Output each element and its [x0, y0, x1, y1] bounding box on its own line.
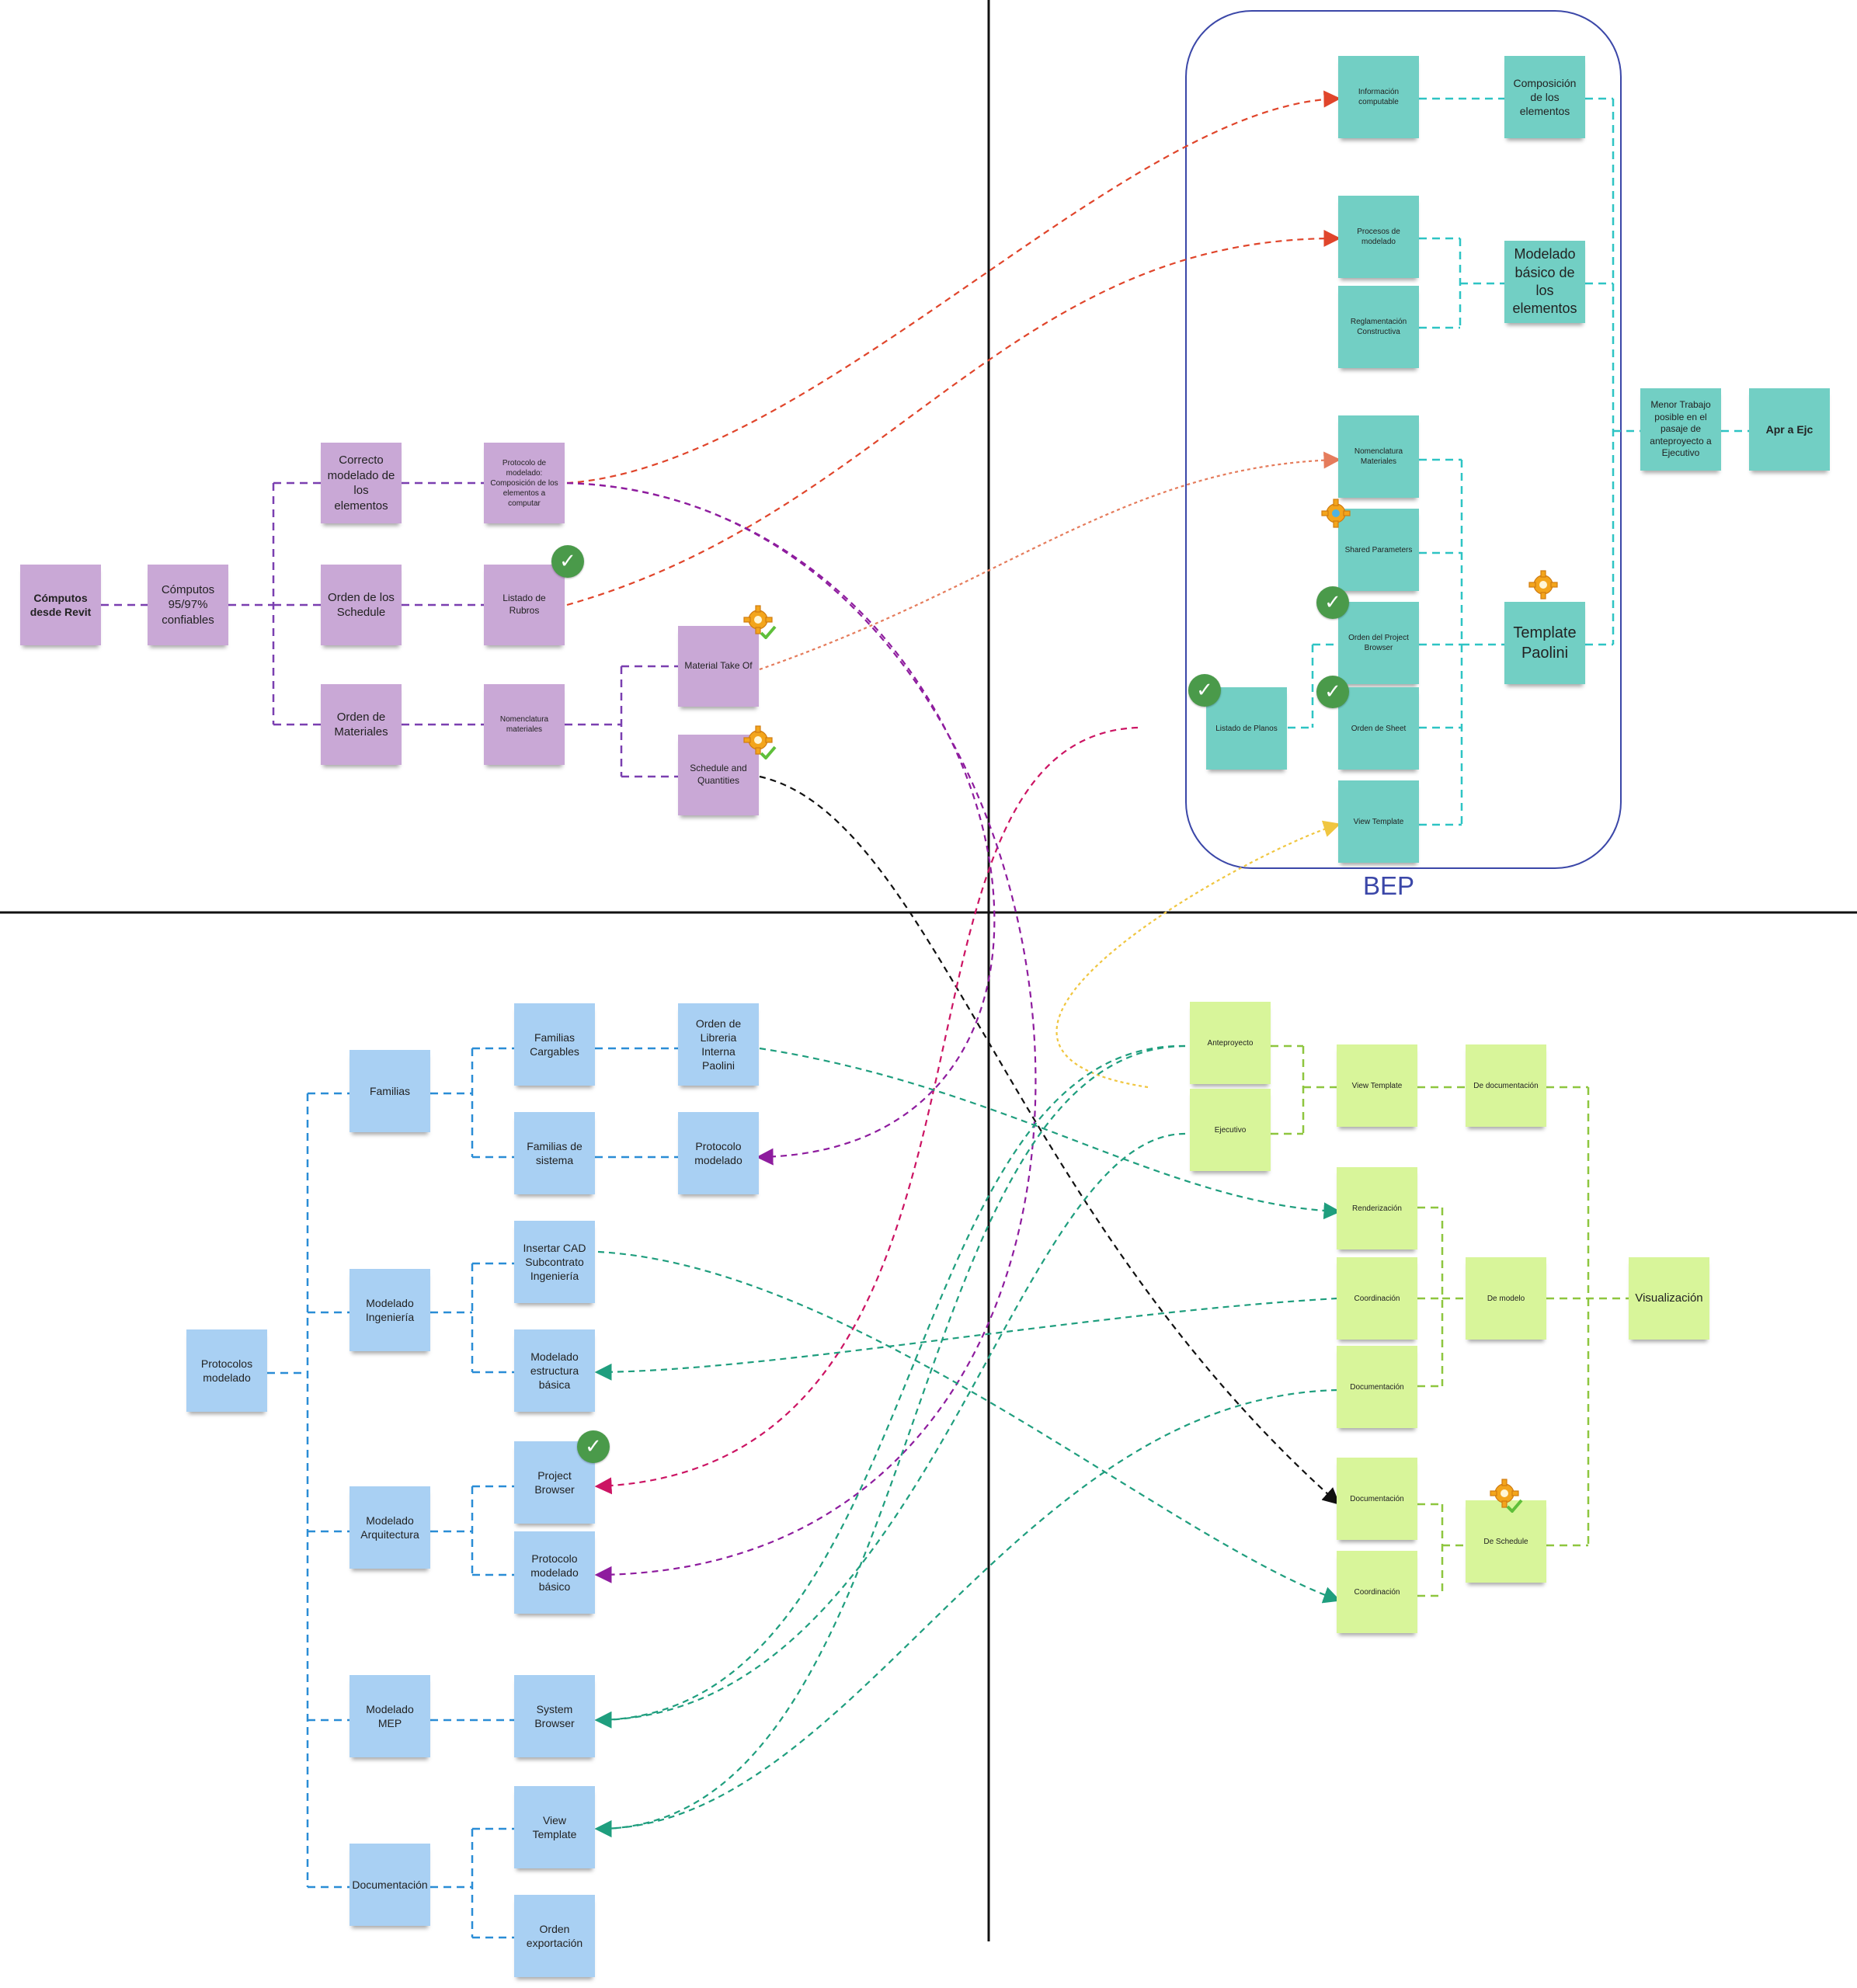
note-protocolo-modelado-blue[interactable]: Protocolo modelado	[678, 1112, 759, 1194]
note-correcto-modelado[interactable]: Correcto modelado de los elementos	[321, 443, 402, 523]
note-modelado-mep[interactable]: Modelado MEP	[349, 1675, 430, 1757]
note-view-template-blue[interactable]: View Template	[514, 1786, 595, 1868]
note-template-paolini[interactable]: Template Paolini	[1504, 602, 1585, 684]
note-composicion-elementos[interactable]: Composición de los elementos	[1504, 56, 1585, 138]
note-menor-trabajo[interactable]: Menor Trabajo posible en el pasaje de an…	[1640, 388, 1721, 471]
note-familias-sistema[interactable]: Familias de sistema	[514, 1112, 595, 1194]
note-familias-cargables[interactable]: Familias Cargables	[514, 1003, 595, 1086]
note-de-schedule[interactable]: De Schedule	[1466, 1500, 1546, 1583]
gear-icon	[1490, 1479, 1523, 1513]
note-documentacion-1[interactable]: Documentación	[1337, 1346, 1417, 1428]
note-material-take-of[interactable]: Material Take Of	[678, 626, 759, 707]
note-de-modelo[interactable]: De modelo	[1466, 1257, 1546, 1340]
note-ejecutivo[interactable]: Ejecutivo	[1190, 1089, 1271, 1171]
note-nomenclatura-materiales-bep[interactable]: Nomenclatura Materiales	[1338, 415, 1419, 498]
note-insertar-cad[interactable]: Insertar CAD Subcontrato Ingeniería	[514, 1221, 595, 1303]
note-apr-ejc[interactable]: Apr a Ejc	[1749, 388, 1830, 471]
check-circle-icon: ✓	[1316, 676, 1349, 708]
note-protocolo-composicion[interactable]: Protocolo de modelado: Composición de lo…	[484, 443, 565, 523]
note-protocolo-modelado-basico[interactable]: Protocolo modelado básico	[514, 1531, 595, 1614]
note-orden-project-browser[interactable]: Orden del Project Browser	[1338, 602, 1419, 684]
gear-icon	[1321, 499, 1351, 528]
note-schedule-quantities[interactable]: Schedule and Quantities	[678, 735, 759, 815]
check-circle-icon: ✓	[1188, 674, 1221, 707]
check-circle-icon: ✓	[551, 545, 584, 578]
note-protocolos-modelado[interactable]: Protocolos modelado	[186, 1329, 267, 1412]
note-computos-revit[interactable]: Cómputos desde Revit	[20, 565, 101, 645]
note-view-template-green[interactable]: View Template	[1337, 1044, 1417, 1127]
note-computos-confiables[interactable]: Cómputos 95/97% confiables	[148, 565, 228, 645]
note-orden-exportacion[interactable]: Orden exportación	[514, 1895, 595, 1977]
note-familias[interactable]: Familias	[349, 1050, 430, 1132]
note-coordinacion-1[interactable]: Coordinación	[1337, 1257, 1417, 1340]
note-listado-rubros[interactable]: Listado de Rubros	[484, 565, 565, 645]
note-orden-libreria[interactable]: Orden de Libreria Interna Paolini	[678, 1003, 759, 1086]
note-modelado-estructura[interactable]: Modelado estructura básica	[514, 1329, 595, 1412]
note-reglamentacion[interactable]: Reglamentación Constructiva	[1338, 286, 1419, 368]
note-orden-sheet[interactable]: Orden de Sheet	[1338, 687, 1419, 770]
note-de-documentacion[interactable]: De documentación	[1466, 1044, 1546, 1127]
note-modelado-arquitectura[interactable]: Modelado Arquitectura	[349, 1486, 430, 1569]
bep-boundary	[1185, 10, 1622, 869]
note-visualizacion[interactable]: Visualización	[1629, 1257, 1709, 1340]
note-nomenclatura-materiales[interactable]: Nomenclatura materiales	[484, 684, 565, 765]
note-modelado-ingenieria[interactable]: Modelado Ingeniería	[349, 1269, 430, 1351]
note-renderizacion[interactable]: Renderización	[1337, 1167, 1417, 1249]
bep-label: BEP	[1363, 871, 1415, 900]
check-circle-icon: ✓	[577, 1430, 610, 1463]
note-orden-materiales[interactable]: Orden de Materiales	[321, 684, 402, 765]
note-documentacion[interactable]: Documentación	[349, 1844, 430, 1926]
note-documentacion-2[interactable]: Documentación	[1337, 1458, 1417, 1540]
note-anteproyecto[interactable]: Anteproyecto	[1190, 1002, 1271, 1084]
note-listado-planos[interactable]: Listado de Planos	[1206, 687, 1287, 770]
note-info-computable[interactable]: Información computable	[1338, 56, 1419, 138]
note-orden-schedule[interactable]: Orden de los Schedule	[321, 565, 402, 645]
note-procesos-modelado[interactable]: Procesos de modelado	[1338, 196, 1419, 278]
note-coordinacion-2[interactable]: Coordinación	[1337, 1551, 1417, 1633]
note-modelado-basico-elementos[interactable]: Modelado básico de los elementos	[1504, 241, 1585, 323]
note-system-browser[interactable]: System Browser	[514, 1675, 595, 1757]
check-circle-icon: ✓	[1316, 586, 1349, 619]
gear-icon	[743, 605, 777, 639]
gear-icon	[743, 725, 777, 759]
gear-icon	[1528, 570, 1558, 600]
note-shared-parameters[interactable]: Shared Parameters	[1338, 509, 1419, 591]
note-view-template-bep[interactable]: View Template	[1338, 780, 1419, 863]
